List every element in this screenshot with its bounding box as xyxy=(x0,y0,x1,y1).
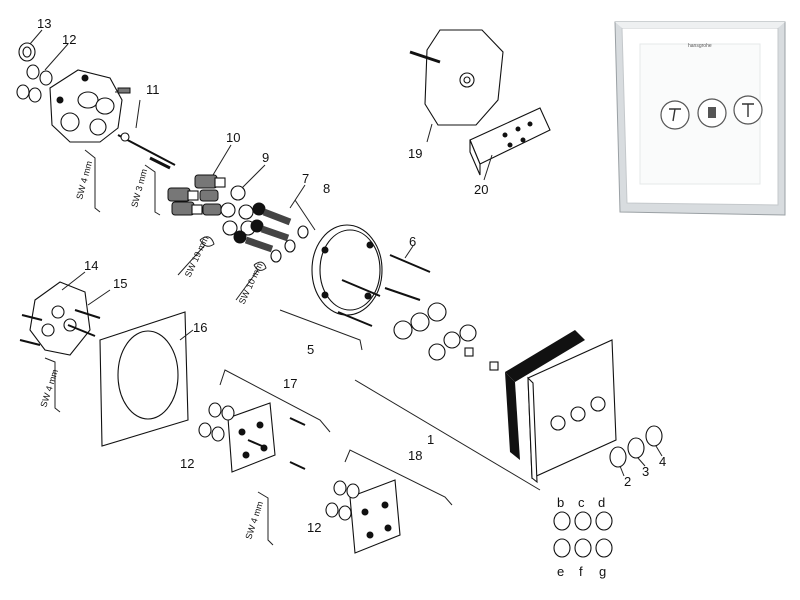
part-1-glass-plate xyxy=(527,339,617,484)
callout-18: 18 xyxy=(408,448,422,463)
part-18-plate xyxy=(349,479,401,554)
part-7-springs xyxy=(233,202,292,253)
part-10-cartridges xyxy=(167,174,226,216)
tool-label-sw4-bottom: SW 4 mm xyxy=(243,500,265,541)
part-12-o-rings-top xyxy=(16,64,53,103)
product-photo: hansgrohe xyxy=(614,21,786,216)
callout-20: 20 xyxy=(474,182,488,197)
tool-label-sw19: SW 19 mm xyxy=(183,234,211,279)
knob-letter-d: d xyxy=(598,495,605,510)
part-11-spindle xyxy=(117,132,176,170)
callout-5: 5 xyxy=(307,342,314,357)
part-6-screws xyxy=(337,254,431,327)
callout-3: 3 xyxy=(642,464,649,479)
brand-logo-text: hansgrohe xyxy=(688,43,712,49)
part-14-bracket xyxy=(29,281,91,356)
hex-key-sw4-left xyxy=(44,357,61,413)
callout-6: 6 xyxy=(409,234,416,249)
knob-hand-shower xyxy=(660,100,690,130)
knob-letter-c: c xyxy=(578,495,585,510)
tool-label-sw3: SW 3 mm xyxy=(129,168,149,209)
part-3-knob xyxy=(627,437,645,459)
part-19-cover xyxy=(409,29,504,126)
part-4-knob xyxy=(645,425,663,447)
callout-4: 4 xyxy=(659,454,666,469)
part-12-o-rings-bottom xyxy=(325,480,360,521)
part-5-ring-plate xyxy=(311,224,383,316)
callout-14: 14 xyxy=(84,258,98,273)
callout-1: 1 xyxy=(427,432,434,447)
part-17-plate xyxy=(227,402,306,473)
callout-7: 7 xyxy=(302,171,309,186)
part-8-caps xyxy=(270,225,309,263)
knob-letter-b: b xyxy=(557,495,564,510)
wrench-sw10 xyxy=(235,261,267,301)
tool-label-sw10: SW 10 mm xyxy=(237,261,265,306)
part-1-gasket xyxy=(505,330,585,460)
hex-key-sw4-top xyxy=(84,149,101,213)
callout-17: 17 xyxy=(283,376,297,391)
callout-12-top: 12 xyxy=(62,32,76,47)
knob-letter-g: g xyxy=(599,564,606,579)
callout-15: 15 xyxy=(113,276,127,291)
callout-10: 10 xyxy=(226,130,240,145)
callout-2: 2 xyxy=(624,474,631,489)
tool-label-sw4-left: SW 4 mm xyxy=(38,368,60,409)
callout-8: 8 xyxy=(323,181,330,196)
part-knob-adapters xyxy=(393,302,499,371)
callout-9: 9 xyxy=(262,150,269,165)
hex-key-sw4-bottom xyxy=(257,491,274,546)
callout-12-mid: 12 xyxy=(180,456,194,471)
part-13-nut xyxy=(18,42,36,62)
part-12-o-rings-mid xyxy=(198,402,235,442)
part-9-seats xyxy=(220,185,256,236)
part-20-bracket xyxy=(469,107,551,176)
knob-letter-e: e xyxy=(557,564,564,579)
knob-letter-f: f xyxy=(579,564,583,579)
callout-12-bottom: 12 xyxy=(307,520,321,535)
callout-19: 19 xyxy=(408,146,422,161)
hex-key-sw3 xyxy=(144,164,161,216)
part-2-knob xyxy=(609,446,627,468)
tool-label-sw4-top: SW 4 mm xyxy=(74,160,94,201)
callout-13: 13 xyxy=(37,16,51,31)
callout-16: 16 xyxy=(193,320,207,335)
part-15-bolts xyxy=(19,309,101,346)
part-valve-body xyxy=(49,69,123,143)
wrench-sw19 xyxy=(177,236,215,276)
part-16-plate xyxy=(99,311,189,447)
knob-set xyxy=(553,511,613,558)
callout-11: 11 xyxy=(146,82,160,97)
